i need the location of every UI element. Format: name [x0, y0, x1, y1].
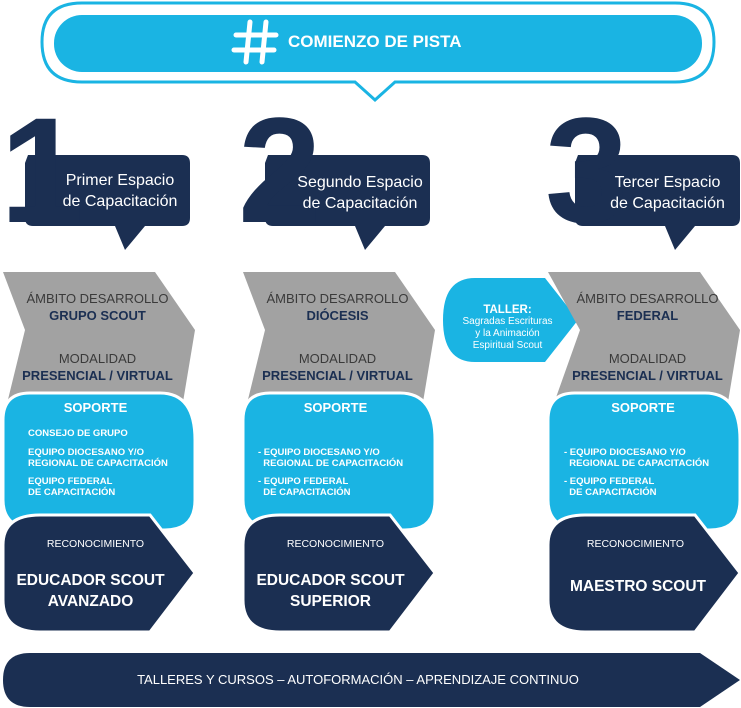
title-bubble-1: [25, 155, 190, 250]
soporte-item: - EQUIPO DIOCESANO Y/O REGIONAL DE CAPAC…: [564, 447, 710, 469]
soporte-title-3: SOPORTE: [611, 400, 675, 415]
soporte-item: - EQUIPO FEDERAL DE CAPACITACIÓN: [564, 476, 657, 498]
soporte-item: EQUIPO DIOCESANO Y/O REGIONAL DE CAPACIT…: [28, 447, 168, 469]
reconocimiento-arrow-1: [1, 513, 197, 634]
footer-text: TALLERES Y CURSOS – AUTOFORMACIÓN – APRE…: [137, 672, 579, 687]
ambito-chevron-1: [3, 272, 195, 420]
title-bubble-2: [265, 155, 430, 250]
header-banner: [40, 1, 716, 103]
reconocimiento-value-2: EDUCADOR SCOUT SUPERIOR: [256, 572, 405, 610]
soporte-box-1: [1, 391, 197, 532]
footer-arrow: [3, 653, 740, 707]
step-number-2: 2: [238, 86, 321, 254]
ambito-chevron-3: [548, 272, 740, 420]
soporte-box-2: [241, 391, 437, 532]
soporte-item: CONSEJO DE GRUPO: [28, 428, 128, 439]
reconocimiento-label-1: RECONOCIMIENTO: [46, 538, 145, 550]
step-number-3: 3: [545, 86, 628, 254]
ambito-chevron-2: [243, 272, 435, 420]
title-bubble-3: [575, 155, 740, 250]
hashtag-icon: [231, 19, 279, 65]
soporte-item: - EQUIPO FEDERAL DE CAPACITACIÓN: [258, 476, 351, 498]
soporte-item: - EQUIPO DIOCESANO Y/O REGIONAL DE CAPAC…: [258, 447, 404, 469]
reconocimiento-label-3: RECONOCIMIENTO: [586, 538, 685, 550]
taller-shape: [443, 278, 578, 362]
reconocimiento-value-3: MAESTRO SCOUT: [569, 578, 707, 595]
soporte-title-2: SOPORTE: [303, 400, 368, 415]
step-number-1: 1: [0, 86, 83, 254]
header-title: COMIENZO DE PISTA: [288, 32, 462, 51]
soporte-box-3: [546, 391, 741, 532]
reconocimiento-value-1: EDUCADOR SCOUT AVANZADO: [16, 572, 165, 610]
reconocimiento-arrow-2: [241, 513, 437, 634]
soporte-item: EQUIPO FEDERAL DE CAPACITACIÓN: [28, 476, 116, 498]
reconocimiento-label-2: RECONOCIMIENTO: [286, 538, 385, 550]
soporte-title-1: SOPORTE: [63, 400, 128, 415]
taller-box: TALLER:Sagradas Escrituras y la Animació…: [462, 304, 553, 351]
reconocimiento-arrow-3: [546, 513, 741, 634]
